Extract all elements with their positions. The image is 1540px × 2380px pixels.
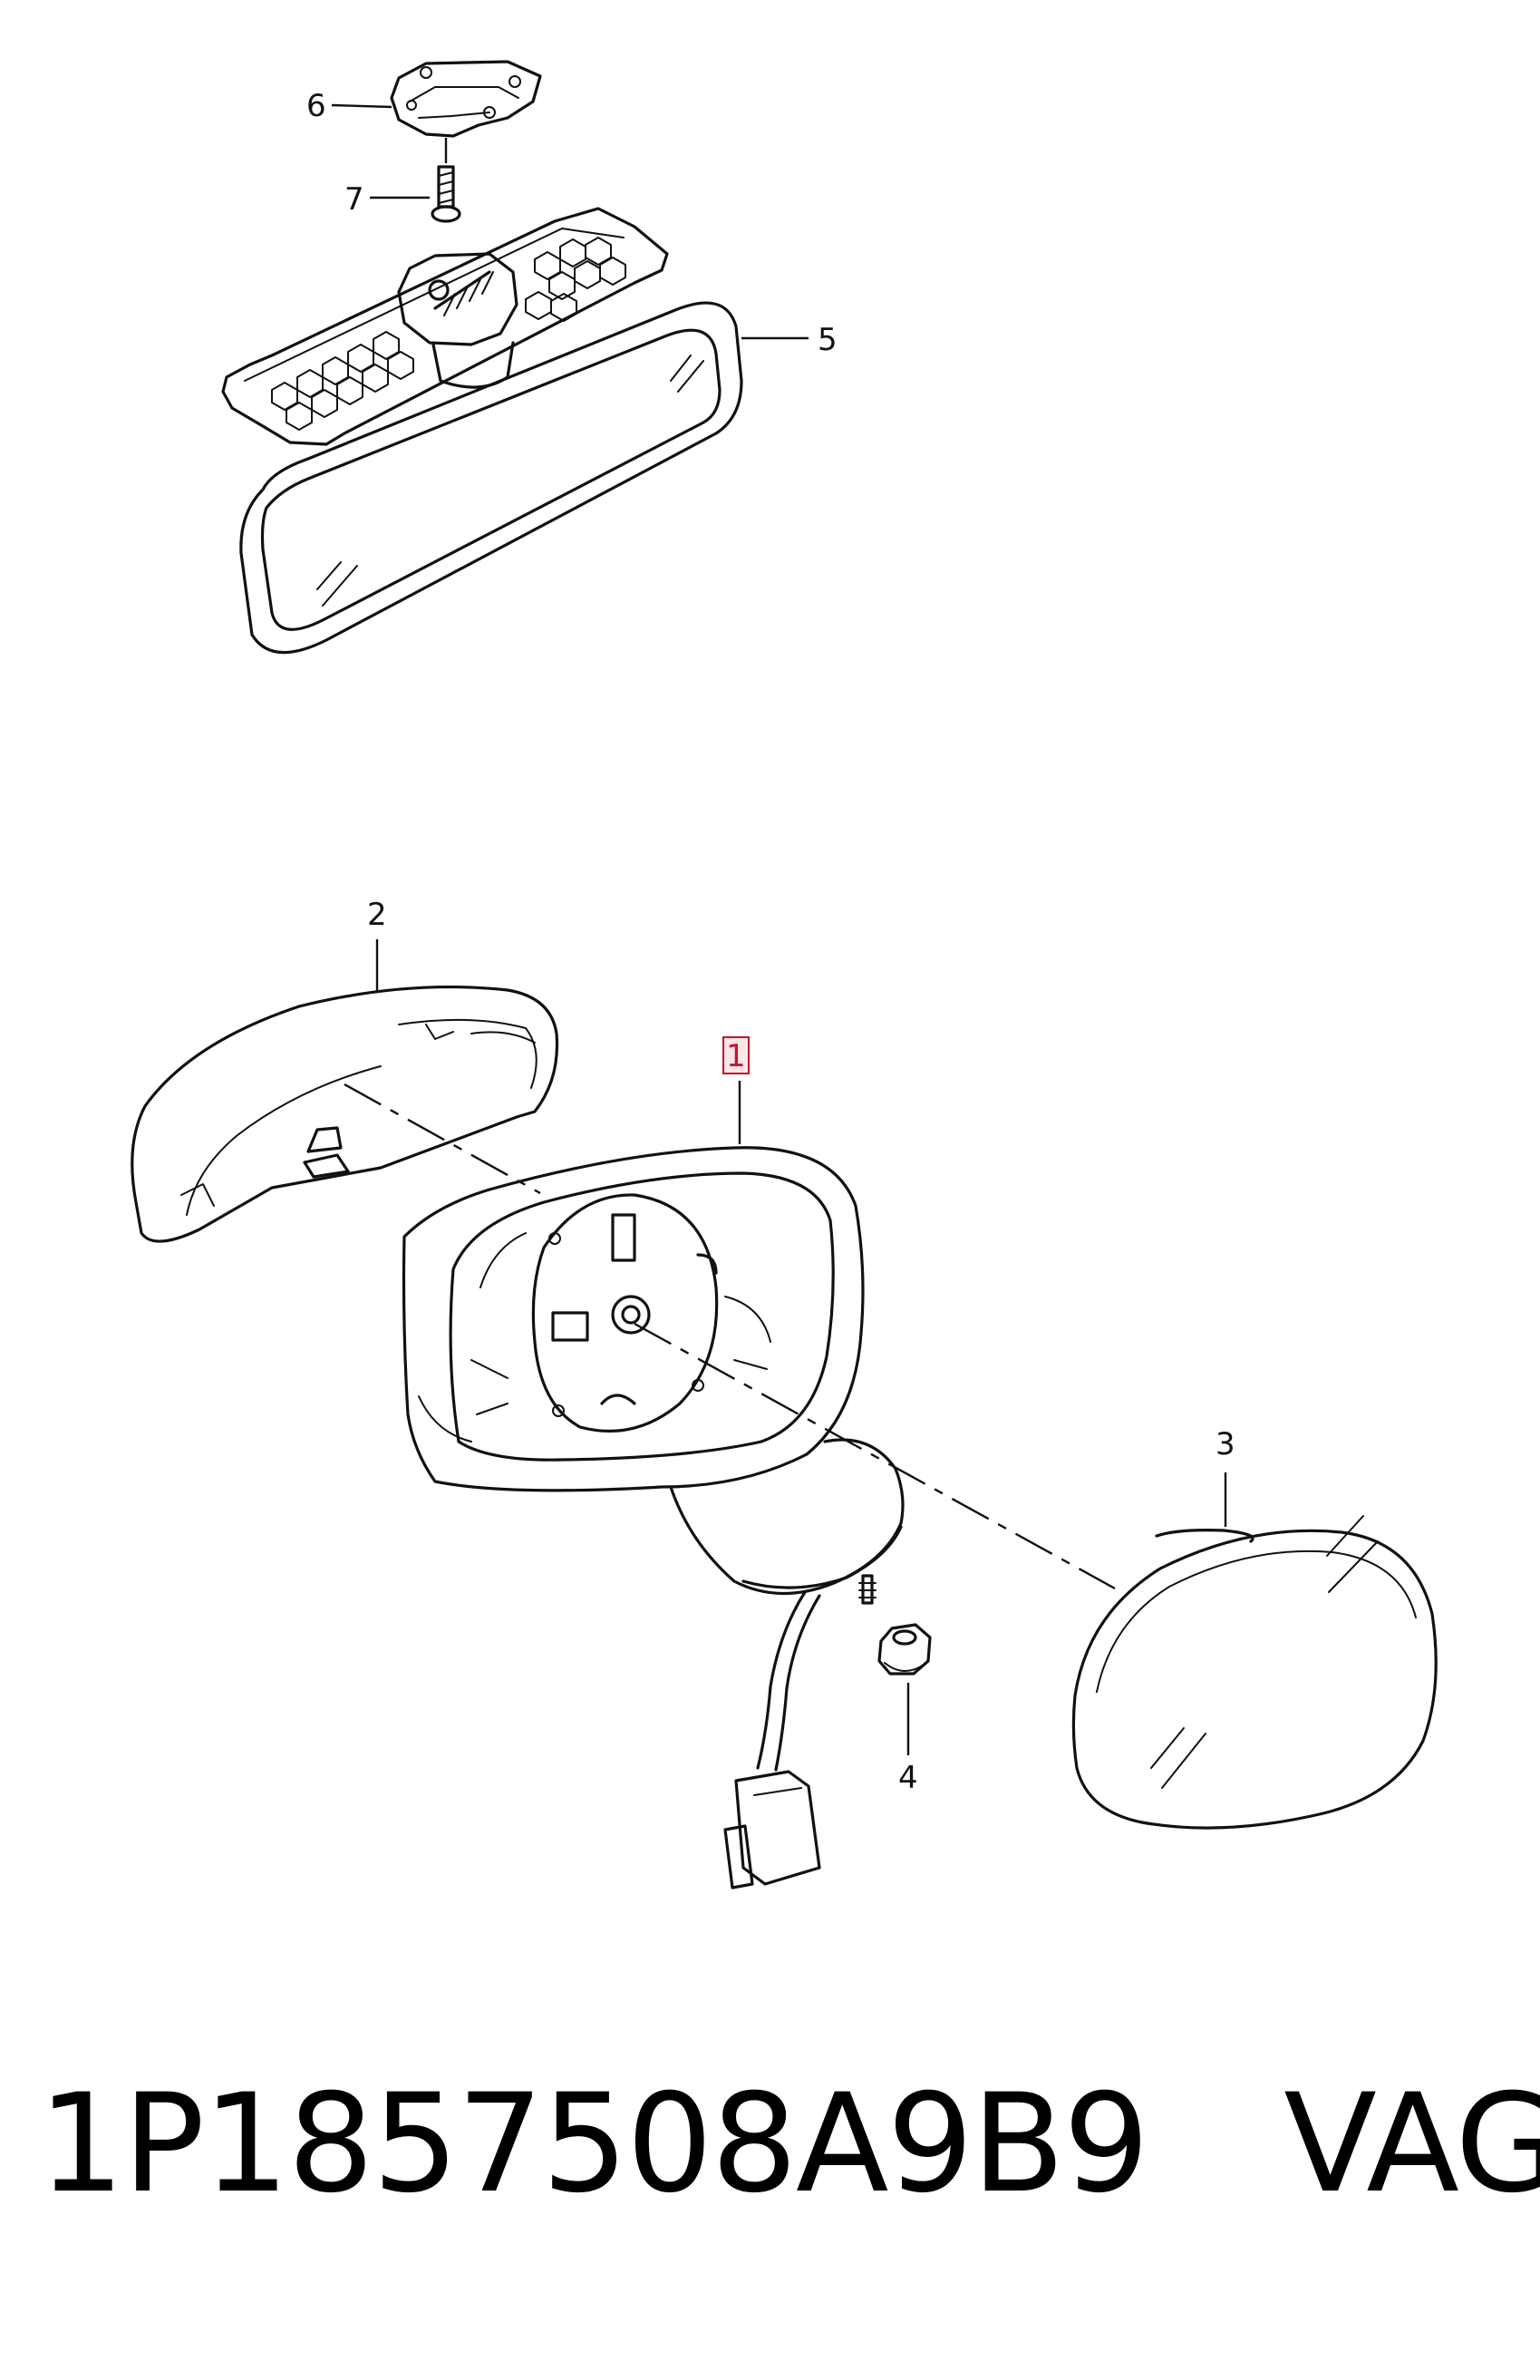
callout-labels: 6 7 5 2 1 3 4 xyxy=(306,88,1235,1796)
part-7-screw xyxy=(431,138,461,223)
callout-7: 7 xyxy=(344,181,364,218)
part-3-mirror-glass xyxy=(1071,1515,1438,1830)
part-number: 1P1857508A9B9 xyxy=(38,2065,1149,2223)
callout-2: 2 xyxy=(367,897,387,933)
callout-4: 4 xyxy=(898,1760,918,1796)
brand-name: VAG xyxy=(1283,2065,1540,2223)
leader-lines xyxy=(331,103,1227,1755)
callout-6: 6 xyxy=(306,88,326,124)
part-2-mirror-cap xyxy=(131,986,559,1243)
callout-3: 3 xyxy=(1216,1426,1235,1462)
part-6-clip-plate xyxy=(390,60,542,138)
callout-5: 5 xyxy=(818,322,838,358)
callout-1[interactable]: 1 xyxy=(726,1038,746,1074)
part-4-nut xyxy=(877,1623,932,1676)
part-5-interior-mirror xyxy=(221,207,743,655)
callout-1-highlight-box xyxy=(722,1036,750,1074)
assembly-axis-lines xyxy=(344,1083,1116,1590)
part-1-mirror-assembly[interactable] xyxy=(402,1146,905,1889)
